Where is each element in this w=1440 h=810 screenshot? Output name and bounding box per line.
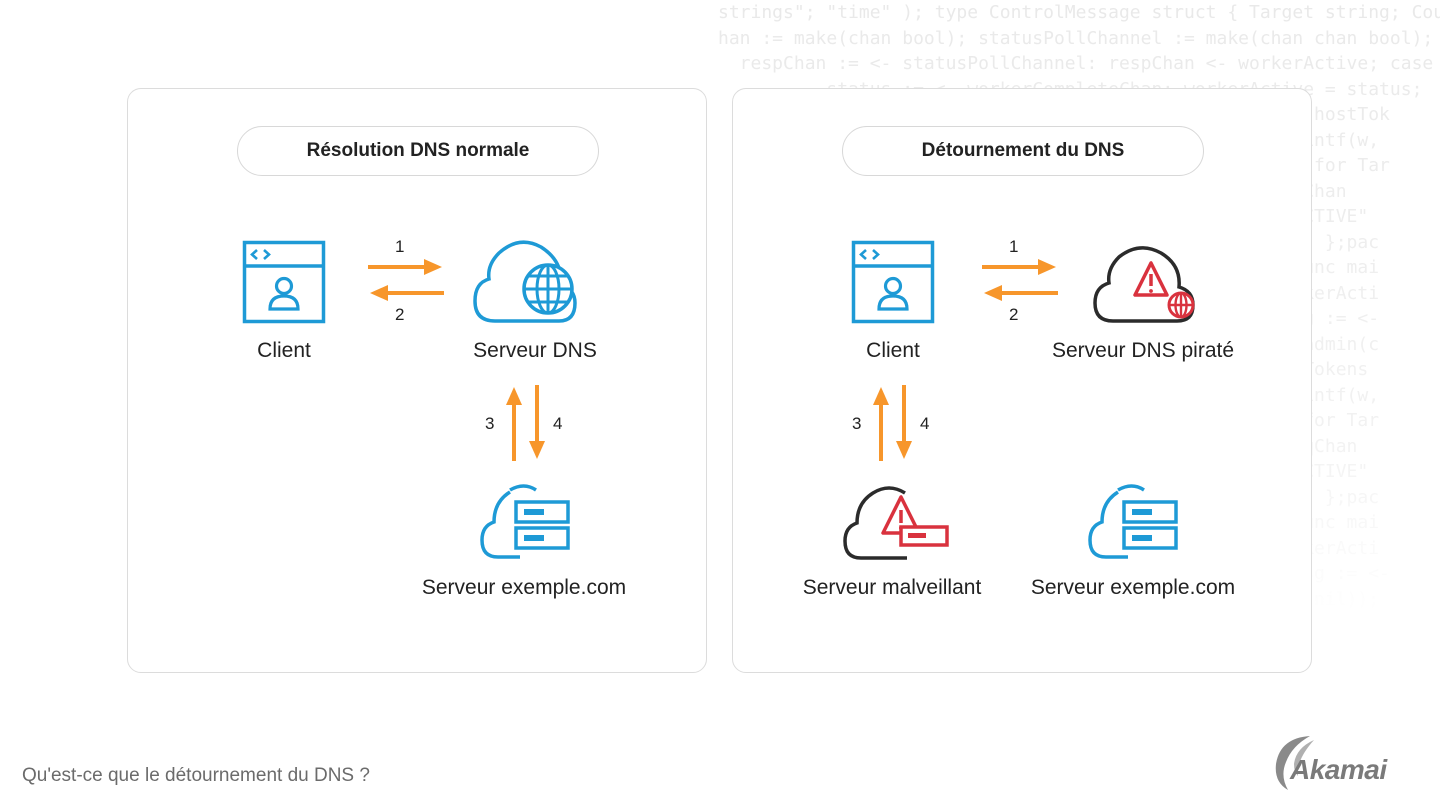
browser-client-icon (242, 240, 326, 324)
akamai-logo: Akamai (1270, 732, 1420, 792)
answer-arrow-down (896, 385, 912, 459)
background-code-line: strings"; "time" ); type ControlMessage … (718, 2, 1440, 23)
step-3-label: 3 (485, 414, 495, 433)
panel-dns-hijacking: Détournement du DNS Client 1 2 Serveur D… (732, 88, 1312, 673)
step-1-label: 1 (395, 237, 405, 256)
query-arrow-up (873, 387, 889, 461)
step-4-label: 4 (553, 414, 563, 433)
response-arrow-left (370, 285, 444, 301)
cloud-warning-globe-icon (1093, 246, 1195, 323)
cloud-warning-server-icon (843, 486, 949, 560)
example-server-label: Serveur exemple.com (1030, 576, 1236, 599)
cloud-server-icon (480, 484, 570, 559)
cloud-globe-icon (473, 240, 577, 323)
query-arrow-up (506, 387, 522, 461)
akamai-swoosh-icon (1275, 736, 1314, 790)
response-arrow-left (984, 285, 1058, 301)
step-1-label: 1 (1009, 237, 1019, 256)
step-2-label: 2 (1009, 305, 1019, 324)
malicious-server-label: Serveur malveillant (802, 576, 982, 599)
request-arrow-right (982, 259, 1056, 275)
background-code-line: han := make(chan bool); statusPollChanne… (718, 27, 1440, 49)
footer-caption: Qu'est-ce que le détournement du DNS ? (22, 765, 370, 786)
client-label: Client (257, 339, 311, 362)
step-4-label: 4 (920, 414, 930, 433)
example-server-label: Serveur exemple.com (421, 576, 627, 599)
client-label: Client (866, 339, 920, 362)
browser-client-icon (851, 240, 935, 324)
panel-normal-resolution: Résolution DNS normale Client 1 2 Serveu… (127, 88, 707, 673)
panel-title-hijacking: Détournement du DNS (842, 126, 1204, 176)
request-arrow-right (368, 259, 442, 275)
step-2-label: 2 (395, 305, 405, 324)
dns-server-label: Serveur DNS (473, 339, 597, 362)
brand-name: Akamai (1290, 754, 1387, 785)
step-3-label: 3 (852, 414, 862, 433)
answer-arrow-down (529, 385, 545, 459)
panel-title-normal: Résolution DNS normale (237, 126, 599, 176)
background-code-line: respChan := <- statusPollChannel: respCh… (718, 53, 1434, 74)
hijacked-dns-label: Serveur DNS piraté (1051, 339, 1235, 362)
cloud-server-icon (1088, 484, 1178, 559)
